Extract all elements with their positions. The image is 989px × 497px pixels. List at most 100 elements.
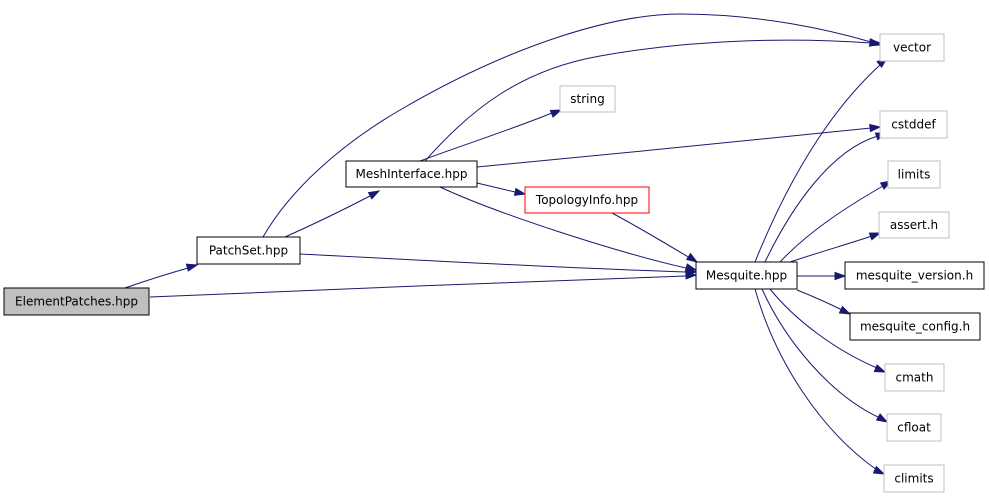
edge-line — [764, 135, 879, 263]
node-element-patches: ElementPatches.hpp — [3, 287, 150, 316]
node-label: PatchSet.hpp — [209, 244, 288, 258]
node-climits: climits — [883, 464, 945, 493]
edge-line — [284, 195, 371, 238]
node-box — [3, 287, 150, 316]
node-string: string — [559, 85, 616, 113]
edge-line — [124, 267, 189, 289]
edge-mesquite-to-cfloat — [761, 288, 889, 423]
node-mesquite-config[interactable]: mesquite_config.h — [849, 312, 981, 341]
edge-line — [611, 212, 691, 259]
edge-arrowhead — [685, 252, 699, 263]
edge-line — [754, 64, 881, 263]
node-label: assert.h — [890, 218, 938, 232]
node-box — [559, 85, 616, 113]
node-label: cmath — [896, 371, 934, 385]
edge-line — [476, 182, 516, 193]
node-limits: limits — [887, 160, 941, 189]
edge-mesquite-to-vector — [754, 57, 889, 263]
edge-line — [754, 288, 878, 471]
node-label: vector — [893, 41, 931, 55]
edge-element_patches-to-mesquite — [149, 271, 698, 298]
edge-line — [439, 186, 687, 269]
node-label: TopologyInfo.hpp — [535, 193, 638, 207]
node-box — [879, 110, 948, 139]
edge-mesquite-to-cmath — [769, 288, 887, 373]
node-topology-info[interactable]: TopologyInfo.hpp — [524, 186, 650, 214]
node-box[interactable] — [345, 160, 478, 188]
node-label: ElementPatches.hpp — [15, 295, 138, 309]
edge-arrowhead — [834, 271, 847, 281]
edge-line — [769, 288, 878, 369]
node-box — [879, 33, 945, 62]
node-vector: vector — [879, 33, 945, 62]
edge-mesh_interface-to-mesquite — [439, 186, 698, 272]
edge-arrowhead — [873, 364, 887, 373]
node-box[interactable] — [695, 261, 798, 290]
edge-mesh_interface-to-topology_info — [476, 182, 527, 196]
node-assert-h: assert.h — [878, 211, 950, 239]
edge-mesquite-to-mesquite_version — [797, 271, 847, 281]
nodes-layer: ElementPatches.hpp PatchSet.hpp MeshInterf… — [3, 33, 985, 493]
edge-mesquite-to-assert_h — [789, 232, 882, 263]
edge-arrowhead — [869, 38, 882, 47]
edges-layer — [124, 13, 893, 475]
edge-arrowhead — [549, 109, 563, 118]
edge-element_patches-to-patch_set — [124, 263, 199, 289]
edge-topology_info-to-mesquite — [611, 212, 699, 263]
node-box[interactable] — [844, 261, 985, 290]
edge-patch_set-to-mesquite — [299, 253, 698, 276]
edge-mesquite-to-limits — [779, 180, 893, 263]
edge-line — [419, 112, 553, 162]
node-label: limits — [898, 168, 931, 182]
edge-mesh_interface-to-cstddef — [476, 123, 882, 168]
edge-mesh_interface-to-vector — [424, 38, 882, 162]
edge-arrowhead — [875, 413, 889, 423]
node-patch-set[interactable]: PatchSet.hpp — [196, 236, 301, 265]
edge-line — [424, 39, 872, 162]
edge-arrowhead — [513, 187, 527, 196]
node-box[interactable] — [524, 186, 650, 214]
node-box — [884, 363, 945, 392]
node-label: climits — [894, 472, 933, 486]
node-cfloat: cfloat — [886, 413, 942, 442]
node-box — [886, 413, 942, 442]
edge-line — [262, 13, 872, 238]
edge-line — [299, 253, 687, 273]
edge-arrowhead — [684, 263, 698, 272]
node-box — [878, 211, 950, 239]
node-mesquite-version[interactable]: mesquite_version.h — [844, 261, 985, 290]
edge-mesquite-to-mesquite_config — [796, 289, 852, 315]
node-label: MeshInterface.hpp — [356, 167, 468, 181]
node-label: mesquite_config.h — [860, 320, 970, 334]
node-box — [883, 464, 945, 493]
node-label: string — [570, 92, 604, 106]
node-box[interactable] — [196, 236, 301, 265]
node-cstddef: cstddef — [879, 110, 948, 139]
edge-line — [796, 289, 843, 311]
node-mesquite[interactable]: Mesquite.hpp — [695, 261, 798, 290]
node-cmath: cmath — [884, 363, 945, 392]
edge-line — [476, 127, 872, 168]
edge-patch_set-to-mesh_interface — [284, 190, 381, 238]
edge-arrowhead — [185, 263, 199, 272]
edge-line — [149, 275, 687, 298]
edge-line — [789, 235, 873, 263]
node-mesh-interface[interactable]: MeshInterface.hpp — [345, 160, 478, 188]
node-box — [887, 160, 941, 189]
edge-arrowhead — [872, 465, 886, 475]
edge-mesh_interface-to-string — [419, 109, 563, 162]
edge-arrowhead — [868, 232, 882, 241]
edge-arrowhead — [367, 190, 381, 200]
edge-mesquite-to-climits — [754, 288, 886, 475]
edge-line — [761, 288, 881, 419]
node-label: Mesquite.hpp — [706, 269, 787, 283]
node-label: cfloat — [897, 421, 931, 435]
edge-line — [779, 185, 884, 263]
node-label: mesquite_version.h — [856, 269, 973, 283]
node-box[interactable] — [849, 312, 981, 341]
edge-mesquite-to-cstddef — [764, 132, 888, 263]
edge-arrowhead — [869, 123, 882, 133]
node-label: cstddef — [891, 118, 936, 132]
